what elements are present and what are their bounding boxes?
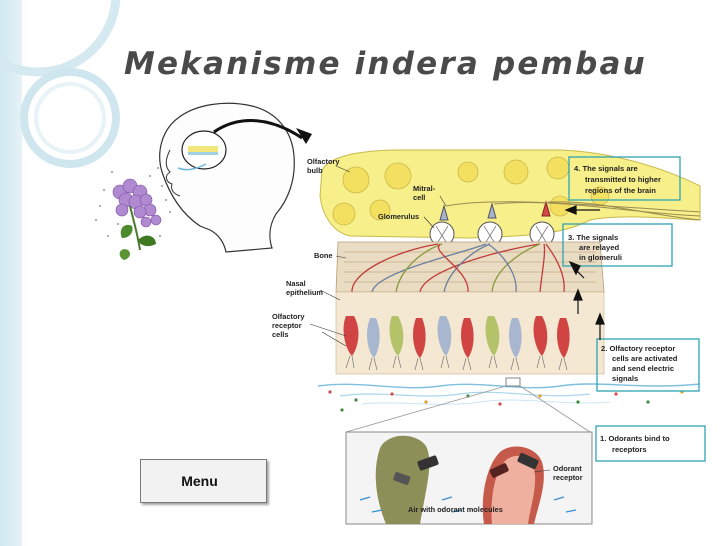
label-bone: Bone: [314, 251, 332, 260]
svg-text:4. The signals are: 4. The signals are: [574, 164, 638, 173]
curved-arrow-icon: [213, 119, 303, 140]
odorant-dots: [328, 390, 684, 412]
svg-text:transmitted to higher: transmitted to higher: [585, 175, 661, 184]
curved-arrow-head-icon: [296, 128, 312, 144]
odorant-molecule-icon: [393, 452, 539, 485]
zoom-callout-lines: [345, 377, 591, 433]
svg-text:in glomeruli: in glomeruli: [579, 253, 622, 262]
svg-text:are relayed: are relayed: [579, 243, 619, 252]
menu-button[interactable]: Menu: [140, 459, 267, 503]
step-2-box: 2. Olfactory receptor cells are activate…: [596, 338, 700, 392]
corner-circle-decoration: [0, 0, 121, 168]
svg-text:cells are activated: cells are activated: [612, 354, 678, 363]
air-flow-layer: [317, 383, 701, 405]
label-air-with-odorant: Air with odorant molecules: [408, 505, 503, 514]
svg-text:regions of the brain: regions of the brain: [585, 186, 656, 195]
step-1-box: 1. Odorants bind to receptors: [595, 425, 706, 462]
svg-text:and send electric: and send electric: [612, 364, 674, 373]
svg-text:3. The signals: 3. The signals: [568, 233, 618, 242]
svg-text:receptors: receptors: [612, 445, 647, 454]
epithelium-layer: [335, 291, 605, 375]
leader-lines: [309, 165, 551, 473]
svg-text:signals: signals: [612, 374, 638, 383]
receptor-zoom-inset: [345, 431, 593, 525]
page-title: Mekanisme indera pembau: [124, 46, 647, 82]
odor-dots: [95, 167, 171, 237]
label-mitral-cell: Mitral-cell: [413, 184, 436, 202]
left-accent-strip: [0, 0, 22, 546]
flow-arrows: [564, 205, 605, 340]
svg-text:2. Olfactory receptor: 2. Olfactory receptor: [601, 344, 675, 353]
lilac-flower-illustration: [112, 178, 162, 260]
olfactory-bulb-illustration: [319, 149, 701, 247]
head-illustration: [159, 102, 295, 253]
step-3-box: 3. The signals are relayed in glomeruli: [562, 223, 673, 267]
svg-text:1. Odorants bind to: 1. Odorants bind to: [600, 434, 670, 443]
label-glomerulus: Glomerulus: [378, 212, 419, 221]
menu-button-label: Menu: [181, 473, 218, 489]
step-4-box: 4. The signals are transmitted to higher…: [568, 156, 681, 201]
